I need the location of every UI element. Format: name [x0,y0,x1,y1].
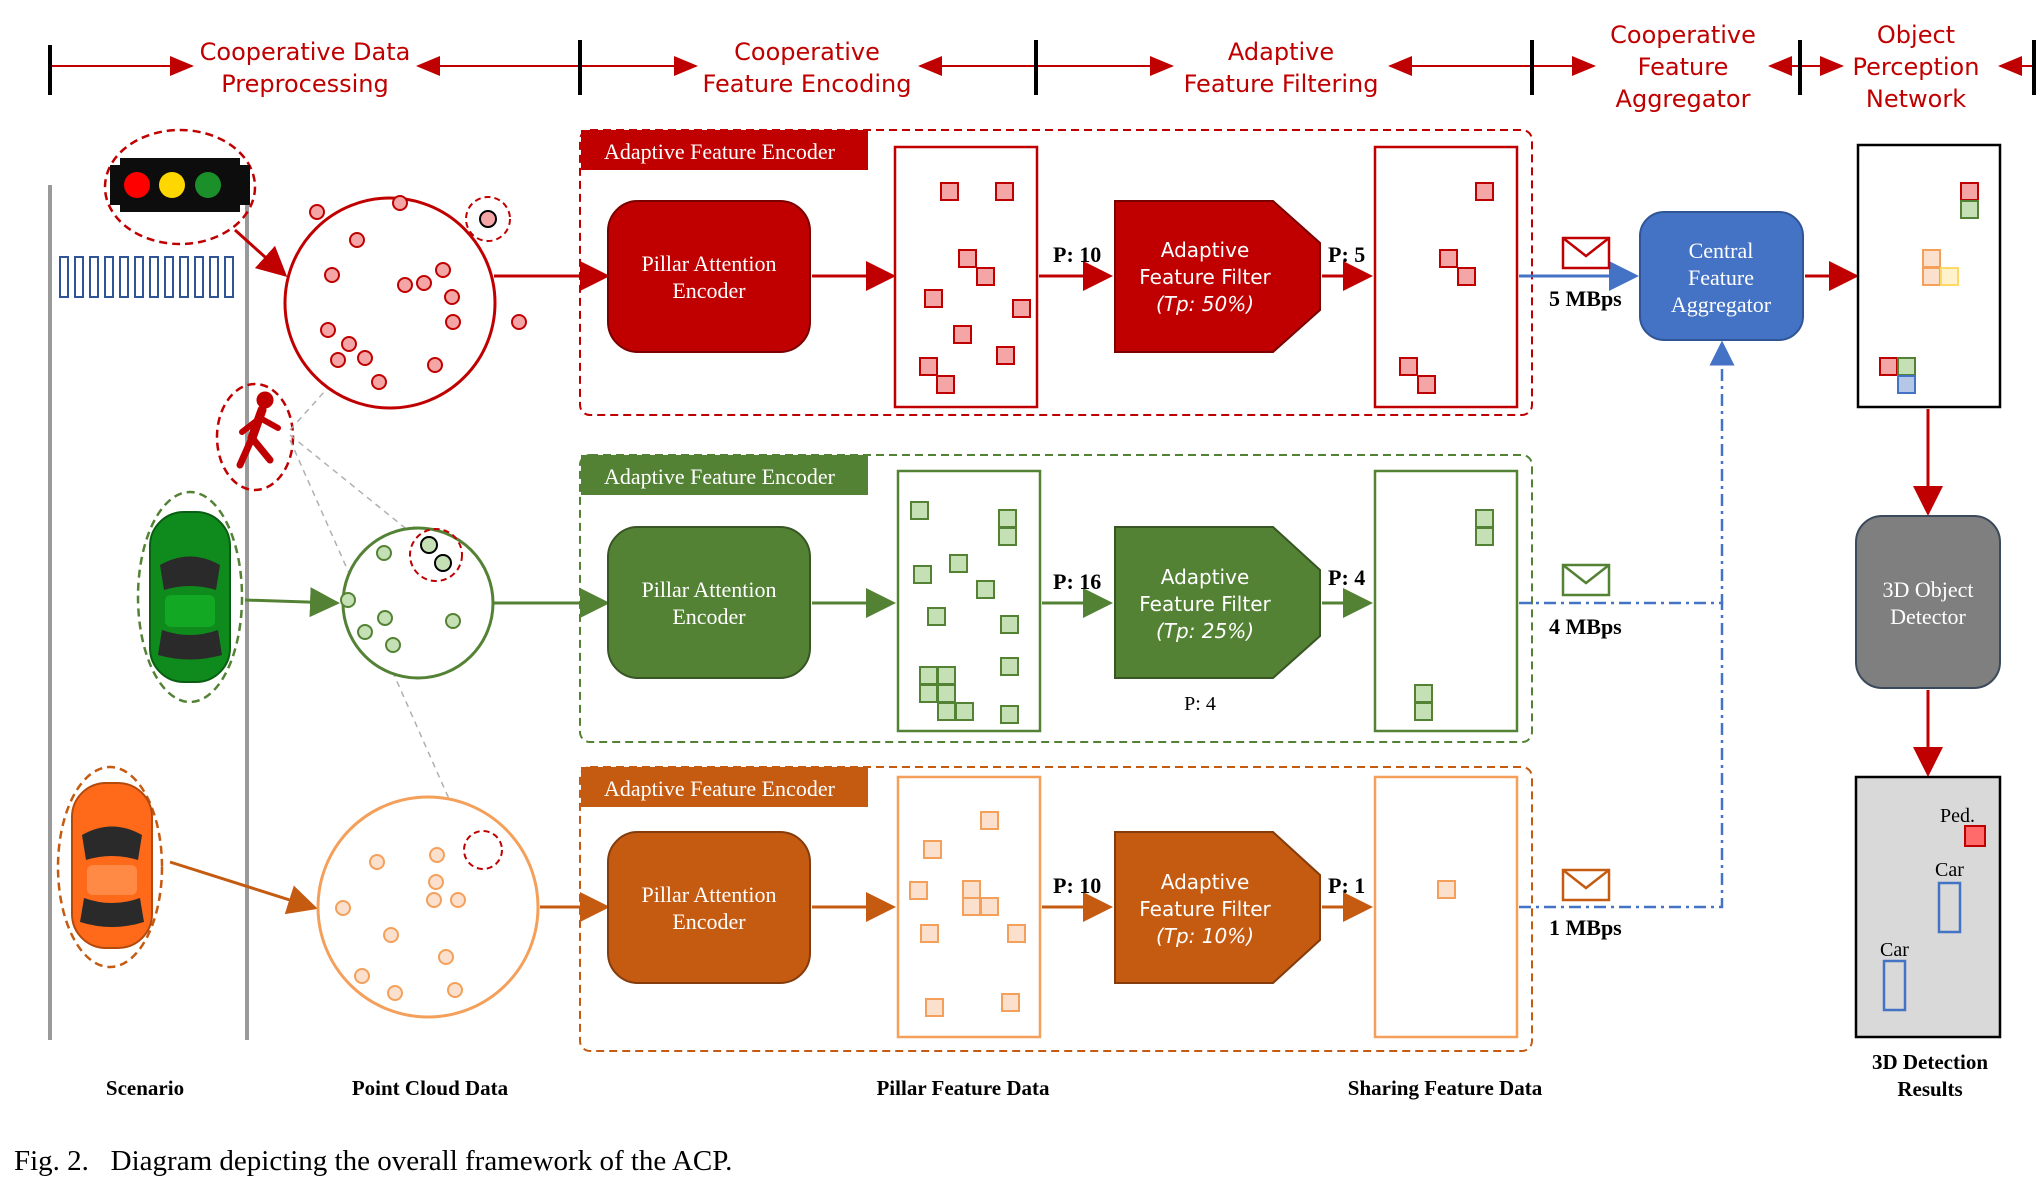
pillar-feature-red [893,145,1039,409]
envelope-icon-red [1561,236,1611,270]
stage-preprocessing-line1: Cooperative Data [200,38,411,66]
result-ped-label: Ped. [1940,805,1975,827]
label-detection-results-line1: 3D Detection [1872,1050,1988,1074]
point-cloud-orange [316,795,540,1019]
stage-perception-line2: Perception [1853,53,1980,81]
stage-header: Cooperative Data Preprocessing Cooperati… [48,21,2036,113]
feature-filter-red-line3: (Tp: 50%) [1156,292,1254,316]
label-point-cloud: Point Cloud Data [352,1076,509,1100]
result-car1-label: Car [1935,859,1964,881]
encoder-tag-green [581,455,868,495]
stage-aggregator-line1: Cooperative [1610,21,1756,49]
stage-aggregator-line3: Aggregator [1616,85,1751,113]
stage-preprocessing-line2: Preprocessing [221,70,389,98]
pillar-encoder-green-line2: Encoder [672,604,746,629]
row-orange: Adaptive Feature Encoder Pillar Attentio… [540,603,1724,1052]
detector-line1: 3D Object [1882,577,1973,602]
pillar-encoder-orange [607,831,811,984]
p-out-green: P: 4 [1328,565,1365,590]
sharing-feature-green [1373,469,1519,733]
result-car1-box [1937,881,1962,934]
bandwidth-red: 5 MBps [1549,286,1622,311]
stage-encoding-line1: Cooperative [734,38,880,66]
stage-encoding-line2: Feature Encoding [703,70,912,98]
feature-filter-red-line1: Adaptive [1161,238,1250,262]
aggregator-line2: Feature [1688,265,1754,290]
result-car2-label: Car [1880,939,1909,961]
point-cloud-green [340,526,495,680]
feature-filter-green-line3: (Tp: 25%) [1156,619,1254,643]
pillar-encoder-orange-line1: Pillar Attention [641,882,776,907]
label-scenario: Scenario [106,1076,184,1100]
pillar-encoder-red-line2: Encoder [672,278,746,303]
pillar-encoder-green [607,526,811,679]
feature-filter-orange-line2: Feature Filter [1139,897,1271,921]
p-in-orange: P: 10 [1053,873,1101,898]
figure-caption: Fig. 2. Diagram depicting the overall fr… [14,1145,732,1177]
encoder-tag-orange-label: Adaptive Feature Encoder [604,776,836,801]
feature-filter-green [1114,526,1321,679]
detector-line2: Detector [1890,604,1966,629]
pillar-encoder-red-line1: Pillar Attention [641,251,776,276]
crosswalk [59,256,234,298]
encoder-tag-orange [581,767,868,807]
bandwidth-orange: 1 MBps [1549,915,1622,940]
feature-filter-orange-line1: Adaptive [1161,870,1250,894]
stage-perception-line1: Object [1877,21,1955,49]
p-out-red: P: 5 [1328,242,1365,267]
sharing-feature-orange [1373,775,1519,1039]
aggregator-line1: Central [1689,238,1754,263]
orange-car-icon [71,782,153,949]
aggregator-line3: Aggregator [1671,292,1772,317]
label-pillar-feature: Pillar Feature Data [876,1076,1050,1100]
traffic-light-icon [110,158,250,212]
label-detection-results-line2: Results [1897,1077,1962,1101]
row-green: Adaptive Feature Encoder Pillar Attentio… [494,340,1735,743]
stage-aggregator-line2: Feature [1638,53,1729,81]
point-cloud-red [283,195,527,410]
feature-filter-red [1114,200,1321,353]
stage-filtering-line2: Feature Filtering [1184,70,1379,98]
feature-filter-orange-line3: (Tp: 10%) [1156,924,1254,948]
detection-results-panel [1854,775,2002,1039]
stage-perception-line3: Network [1866,85,1966,113]
row-red: Adaptive Feature Encoder Pillar Attentio… [494,129,1639,416]
green-car-icon [149,511,231,683]
encoder-tag-red-label: Adaptive Feature Encoder [604,139,836,164]
feature-filter-orange [1114,831,1321,984]
feature-filter-green-line2: Feature Filter [1139,592,1271,616]
encoder-tag-green-label: Adaptive Feature Encoder [604,464,836,489]
envelope-icon-green [1561,563,1611,597]
pillar-encoder-orange-line2: Encoder [672,909,746,934]
pillar-encoder-red [607,200,811,353]
pillar-encoder-green-line1: Pillar Attention [641,577,776,602]
feature-filter-green-line1: Adaptive [1161,565,1250,589]
3d-object-detector [1855,515,2001,689]
result-ped-box [1964,825,1986,847]
bandwidth-green: 4 MBps [1549,614,1622,639]
p-out-orange: P: 1 [1328,873,1365,898]
scenario [48,128,467,1040]
extra-label-green: P: 4 [1184,693,1216,715]
envelope-icon-orange [1561,868,1611,902]
p-in-red: P: 10 [1053,242,1101,267]
feature-filter-red-line2: Feature Filter [1139,265,1271,289]
stage-filtering-line1: Adaptive [1228,38,1334,66]
central-feature-aggregator [1639,211,1804,341]
result-car2-box [1882,959,1907,1012]
encoder-tag-red [581,130,868,170]
sharing-feature-red [1373,145,1519,409]
label-sharing-feature: Sharing Feature Data [1348,1076,1543,1100]
p-in-green: P: 16 [1053,569,1101,594]
pedestrian-icon [236,391,281,469]
